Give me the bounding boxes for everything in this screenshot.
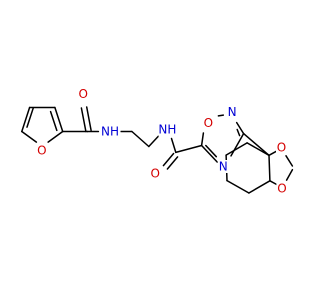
dioxole-ring: O O bbox=[268, 140, 294, 195]
bond bbox=[54, 106, 64, 133]
bond bbox=[26, 107, 34, 128]
svg-text:O: O bbox=[277, 181, 286, 195]
bond bbox=[285, 168, 294, 181]
bond bbox=[148, 133, 161, 148]
bond bbox=[131, 130, 150, 148]
bond bbox=[21, 130, 38, 143]
bond bbox=[268, 154, 271, 182]
bond bbox=[80, 107, 87, 133]
amide-nh-atom: NH bbox=[158, 123, 177, 137]
bond bbox=[217, 114, 225, 117]
bond bbox=[166, 156, 179, 170]
bond bbox=[225, 142, 248, 156]
bond bbox=[230, 132, 245, 157]
carbonyl-oxygen-atom: O bbox=[77, 87, 89, 101]
bond bbox=[236, 128, 241, 137]
bond bbox=[235, 121, 245, 135]
svg-text:O: O bbox=[78, 87, 87, 101]
bond bbox=[226, 179, 250, 194]
bond bbox=[175, 144, 203, 154]
bond bbox=[285, 155, 294, 167]
bonds bbox=[21, 106, 271, 194]
svg-text:O: O bbox=[37, 144, 46, 158]
svg-text:O: O bbox=[204, 116, 213, 130]
svg-text:O: O bbox=[277, 140, 286, 154]
molecule-structure-diagram: O O NH NH O O N N bbox=[21, 87, 294, 195]
bond bbox=[21, 106, 31, 133]
oxadiazole-nitrogen-atom: N bbox=[226, 105, 238, 119]
bond bbox=[162, 152, 175, 167]
svg-text:O: O bbox=[150, 166, 159, 180]
bond bbox=[200, 144, 219, 163]
svg-text:NH: NH bbox=[101, 125, 119, 139]
dioxole-oxygen-atom: O bbox=[276, 181, 288, 195]
oxadiazole-oxygen-atom: O bbox=[202, 116, 214, 130]
carbonyl-oxygen-atom: O bbox=[149, 166, 161, 180]
svg-text:N: N bbox=[219, 160, 228, 174]
bond bbox=[200, 132, 205, 147]
bond bbox=[49, 110, 58, 132]
bond bbox=[268, 150, 278, 157]
bond bbox=[85, 106, 92, 132]
bond bbox=[248, 180, 271, 194]
amide-nh-atom: NH bbox=[101, 125, 121, 139]
bond bbox=[170, 137, 177, 154]
bond bbox=[205, 144, 218, 158]
oxadiazole-nitrogen-atom: N bbox=[217, 160, 229, 174]
bond bbox=[242, 132, 270, 157]
furan-oxygen-atom: O bbox=[35, 144, 47, 158]
dioxole-oxygen-atom: O bbox=[276, 140, 287, 154]
svg-text:NH: NH bbox=[158, 123, 176, 137]
atom-labels: O O NH NH O O N N bbox=[35, 87, 238, 180]
bond bbox=[269, 180, 278, 186]
bond bbox=[246, 142, 270, 157]
svg-text:N: N bbox=[228, 105, 237, 119]
bond bbox=[47, 130, 64, 143]
